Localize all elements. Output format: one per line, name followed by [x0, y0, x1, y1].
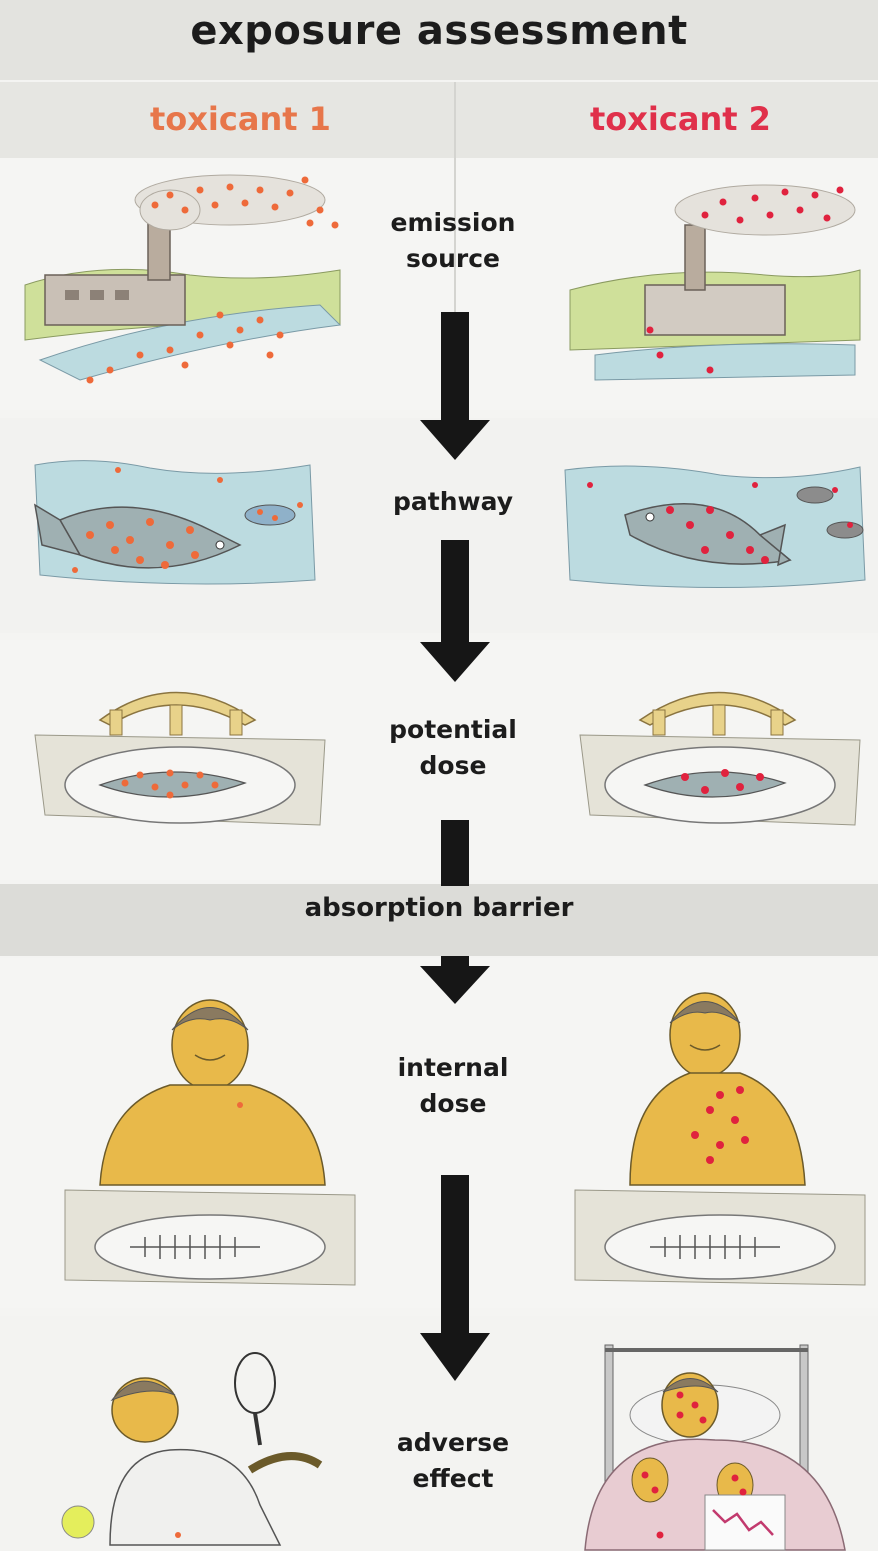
stage-label-line: dose	[353, 748, 553, 784]
tennis-player-toxicant-1	[50, 1345, 370, 1550]
stage-label-line: emission	[353, 205, 553, 241]
fish-in-water-toxicant-2	[560, 455, 870, 600]
fish-on-plate-toxicant-1	[30, 665, 330, 855]
stage-label-adverse-effect: adverse effect	[353, 1425, 553, 1497]
absorption-barrier-label: absorption barrier	[0, 893, 878, 923]
factory-illustration-toxicant-1	[20, 165, 350, 395]
stage-label-line: source	[353, 241, 553, 277]
sick-person-in-bed-toxicant-2	[555, 1330, 870, 1551]
person-at-table-toxicant-2	[570, 985, 870, 1295]
fish-in-water-toxicant-1	[30, 450, 330, 600]
stage-label-line: potential	[353, 712, 553, 748]
stage-label-line: effect	[353, 1461, 553, 1497]
arrow-emission-to-pathway	[410, 312, 500, 462]
stage-label-line: adverse	[353, 1425, 553, 1461]
column-header-toxicant-2: toxicant 2	[590, 100, 771, 138]
stage-label-internal-dose: internal dose	[353, 1050, 553, 1122]
page-title: exposure assessment	[0, 8, 878, 54]
arrow-pathway-to-potential-dose	[410, 540, 500, 685]
factory-illustration-toxicant-2	[565, 170, 865, 385]
arrow-potential-dose-to-barrier	[410, 820, 500, 890]
arrow-internal-dose-to-adverse-effect	[410, 1175, 500, 1385]
arrow-barrier-to-internal-dose	[410, 956, 500, 1006]
stage-label-pathway: pathway	[353, 484, 553, 520]
column-header-toxicant-1: toxicant 1	[150, 100, 331, 138]
stage-label-line: internal	[353, 1050, 553, 1086]
stage-label-line: pathway	[353, 484, 553, 520]
stage-label-potential-dose: potential dose	[353, 712, 553, 784]
fish-on-plate-toxicant-2	[575, 665, 865, 855]
person-at-table-toxicant-1	[60, 985, 360, 1295]
stage-label-line: dose	[353, 1086, 553, 1122]
stage-label-emission-source: emission source	[353, 205, 553, 277]
